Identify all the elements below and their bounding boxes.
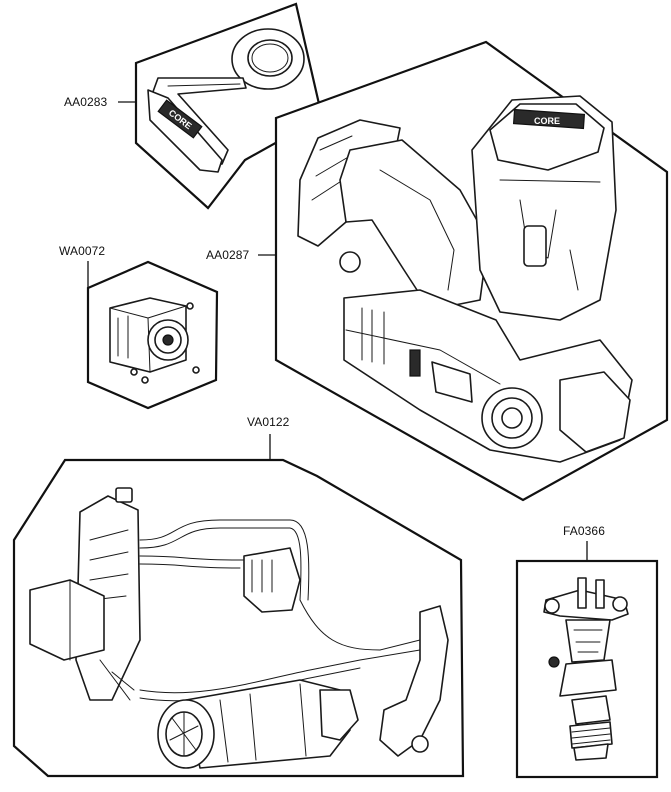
part-aa0287-group: CORE <box>258 40 669 502</box>
callout-fa0366: FA0366 <box>563 524 605 538</box>
fa0366-drawing <box>543 577 629 761</box>
wa0072-drawing <box>109 297 200 384</box>
belt-hook-drawing: CORE <box>147 28 305 173</box>
callout-aa0287: AA0287 <box>206 248 250 262</box>
callout-wa0072: WA0072 <box>59 244 106 258</box>
callout-va0122: VA0122 <box>247 415 290 429</box>
part-wa0072-group <box>86 260 219 410</box>
tool-logo: CORE <box>534 116 560 126</box>
va0122-drawing <box>29 487 449 769</box>
part-aa0283-group: CORE <box>118 2 324 210</box>
callout-aa0283: AA0283 <box>64 95 108 109</box>
part-fa0366-group <box>515 541 659 779</box>
aa0287-drawing: CORE <box>297 95 633 463</box>
part-va0122-group <box>12 434 465 778</box>
